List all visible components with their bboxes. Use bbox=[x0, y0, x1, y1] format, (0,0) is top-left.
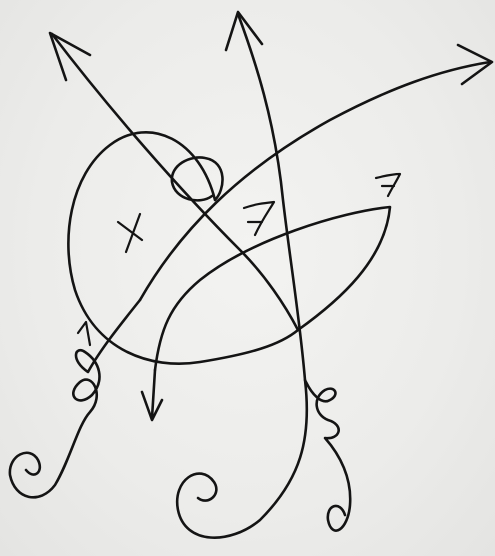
diagonal-arrow-shaft bbox=[52, 34, 298, 330]
x-mark-left bbox=[118, 214, 142, 252]
left-tick bbox=[78, 322, 90, 345]
left-loop bbox=[68, 132, 298, 363]
down-arrow-shaft bbox=[152, 370, 155, 418]
down-arrow bbox=[142, 370, 162, 420]
vertical-arrow bbox=[177, 12, 307, 538]
seven-mark-middle bbox=[244, 202, 274, 235]
diagonal-arrow bbox=[50, 33, 298, 330]
seven-mark-right bbox=[376, 174, 400, 196]
right-arrow bbox=[140, 45, 492, 300]
right-arrow-shaft bbox=[140, 62, 490, 300]
left-spiral-stroke bbox=[10, 300, 140, 497]
vertical-arrow-shaft bbox=[177, 14, 307, 538]
right-spiral-stroke bbox=[305, 380, 350, 531]
